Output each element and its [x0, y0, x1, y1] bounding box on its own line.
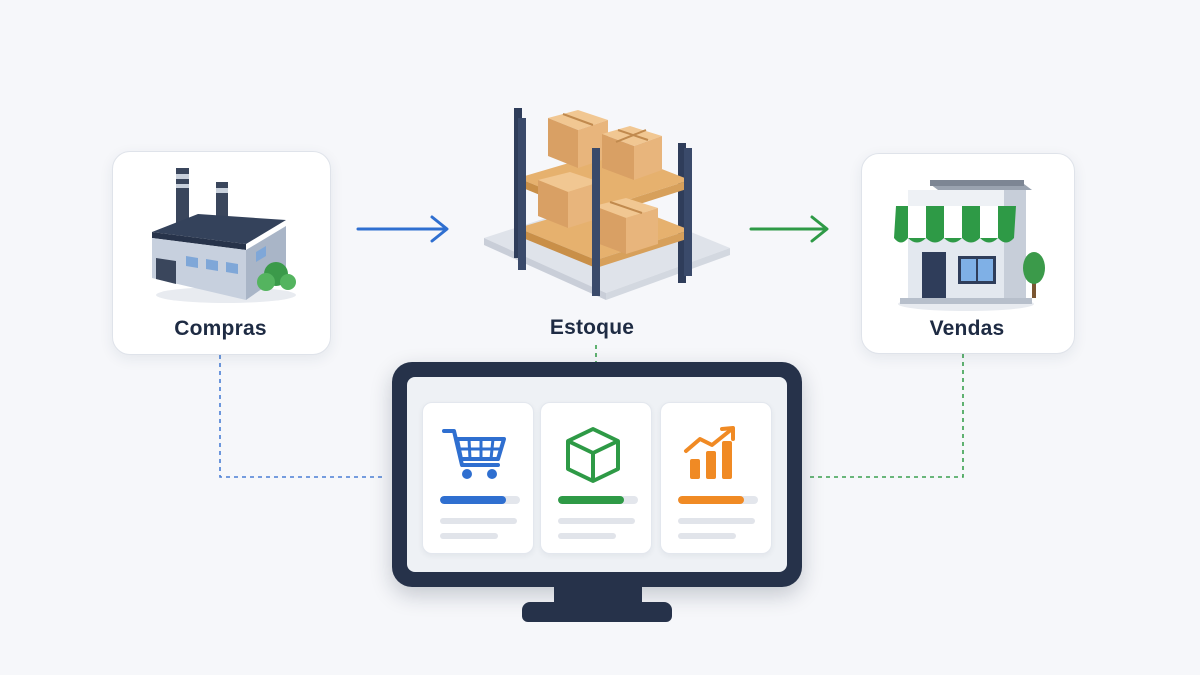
progress-bar	[440, 496, 520, 504]
storefront-icon	[894, 180, 1045, 311]
growth-chart-icon	[684, 426, 735, 479]
progress-fill	[440, 496, 507, 504]
arrow-estoque-vendas	[749, 215, 829, 243]
monitor-stand-base	[522, 602, 672, 622]
box-icon	[566, 427, 620, 483]
placeholder-line	[440, 518, 517, 524]
placeholder-line	[440, 533, 498, 539]
shopping-cart-icon	[442, 429, 506, 479]
monitor-screen	[407, 377, 787, 572]
progress-bar	[558, 496, 638, 504]
estoque-label: Estoque	[549, 316, 635, 339]
arrow-compras-estoque	[356, 215, 449, 243]
progress-fill	[558, 496, 625, 504]
factory-icon	[152, 168, 296, 303]
placeholder-line	[558, 518, 635, 524]
placeholder-line	[678, 533, 736, 539]
placeholder-line	[678, 518, 755, 524]
compras-label: Compras	[174, 317, 267, 340]
placeholder-line	[558, 533, 616, 539]
progress-bar	[678, 496, 758, 504]
dashed-link-compras-monitor	[219, 355, 384, 478]
vendas-label: Vendas	[929, 317, 1005, 340]
warehouse-shelf-icon	[484, 108, 730, 300]
dashboard-panel-compras	[422, 402, 534, 554]
dashboard-panel-estoque	[540, 402, 652, 554]
dashed-link-vendas-monitor	[810, 354, 964, 478]
dashboard-panel-vendas	[660, 402, 772, 554]
progress-fill	[678, 496, 745, 504]
monitor-icon	[392, 362, 802, 587]
